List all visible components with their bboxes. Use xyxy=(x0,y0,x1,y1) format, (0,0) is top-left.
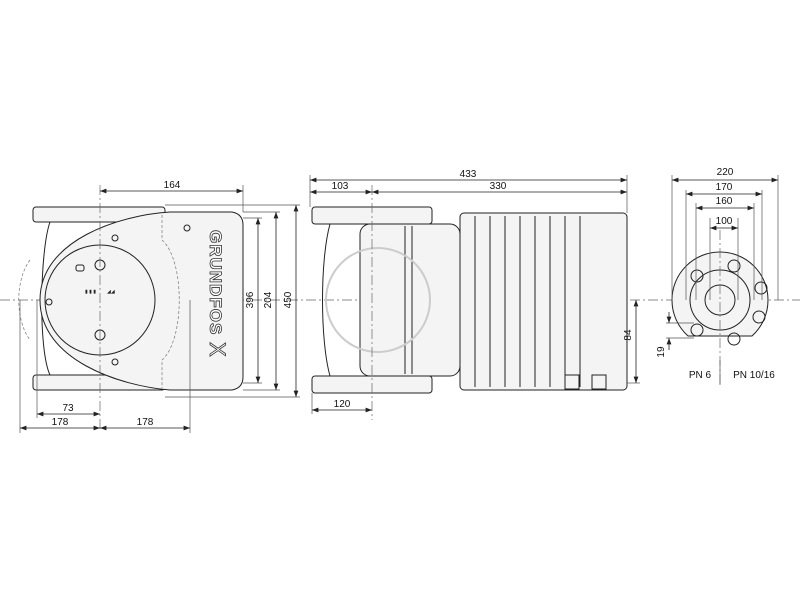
front-view: ▮ ▮ ▮ ◢◢ GRUNDFOS X 164 396 204 450 73 1… xyxy=(18,180,300,433)
dim-73: 73 xyxy=(62,403,74,414)
dim-19: 19 xyxy=(656,346,667,358)
led-indicators: ▮ ▮ ▮ xyxy=(85,289,96,295)
dim-330: 330 xyxy=(490,181,507,192)
dim-100: 100 xyxy=(716,216,733,227)
label-pn10-16: PN 10/16 xyxy=(733,370,775,381)
pump-housing xyxy=(359,223,461,377)
dim-160: 160 xyxy=(716,196,733,207)
display-icon xyxy=(75,264,85,272)
side-view: 433 103 330 120 84 xyxy=(309,169,640,420)
dim-178-right: 178 xyxy=(137,417,154,428)
svg-text:GRUNDFOS: GRUNDFOS xyxy=(206,230,225,335)
dim-450: 450 xyxy=(283,291,294,308)
level-indicator: ◢◢ xyxy=(107,289,115,295)
dim-178-left: 178 xyxy=(52,417,69,428)
dim-433: 433 xyxy=(460,169,477,180)
flange-view: 220 170 160 100 19 PN 6 PN 10/16 xyxy=(656,167,779,385)
watermark-logo xyxy=(325,247,431,353)
dim-220: 220 xyxy=(717,167,734,178)
dim-170: 170 xyxy=(716,182,733,193)
brand-logo: GRUNDFOS X xyxy=(205,230,231,358)
dim-120: 120 xyxy=(334,399,351,410)
cable-gland xyxy=(591,374,607,390)
motor-housing xyxy=(459,212,628,391)
dim-103: 103 xyxy=(332,181,349,192)
cable-gland xyxy=(564,374,580,390)
dim-84: 84 xyxy=(623,329,634,341)
label-pn6: PN 6 xyxy=(689,370,712,381)
cooling-fins xyxy=(474,216,581,387)
svg-text:X: X xyxy=(205,342,230,357)
dim-396: 396 xyxy=(245,291,256,308)
dim-164: 164 xyxy=(164,180,181,191)
dim-204: 204 xyxy=(263,291,274,308)
